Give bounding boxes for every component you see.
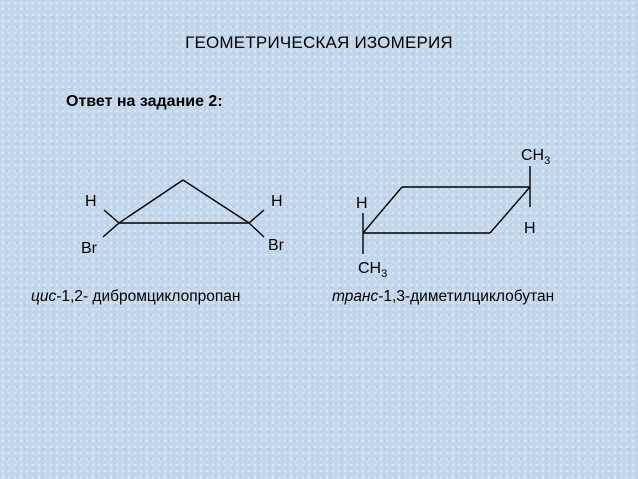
slide-title: ГЕОМЕТРИЧЕСКАЯ ИЗОМЕРИЯ xyxy=(185,33,453,52)
cis-ring-bond-left xyxy=(118,179,184,224)
cis-bond-h-right xyxy=(248,209,265,224)
cis-ring-bond-right xyxy=(182,179,250,224)
cis-bond-h-left xyxy=(103,209,120,224)
trans-ch3-bottom-label: CH3 xyxy=(358,260,387,280)
trans-h-left-label: H xyxy=(356,195,368,212)
cis-h-left-label: H xyxy=(85,193,97,210)
cis-bond-br-right xyxy=(248,222,265,238)
cis-bond-br-left xyxy=(102,222,120,238)
cis-caption-prefix: цис xyxy=(31,288,57,305)
slide-subtitle: Ответ на задание 2: xyxy=(66,93,223,110)
trans-ch3-top-label: CH3 xyxy=(521,147,550,167)
trans-ring-bond-right xyxy=(489,186,531,234)
trans-caption-prefix: транс xyxy=(332,288,379,305)
trans-h-right-label: H xyxy=(524,220,536,237)
trans-caption: транс-1,3-диметилциклобутан xyxy=(332,288,554,306)
trans-cyclobutane xyxy=(362,166,531,254)
trans-ring-bond-left xyxy=(362,186,403,234)
cis-cyclopropane xyxy=(102,179,265,238)
cis-caption-rest: -1,2- дибромциклопропан xyxy=(56,288,241,305)
cis-caption: цис-1,2- дибромциклопропан xyxy=(31,288,240,306)
cis-h-right-label: H xyxy=(271,193,283,210)
cis-br-left-label: Br xyxy=(81,240,98,257)
cis-br-right-label: Br xyxy=(268,237,285,254)
trans-caption-rest: -1,3-диметилциклобутан xyxy=(378,288,555,305)
